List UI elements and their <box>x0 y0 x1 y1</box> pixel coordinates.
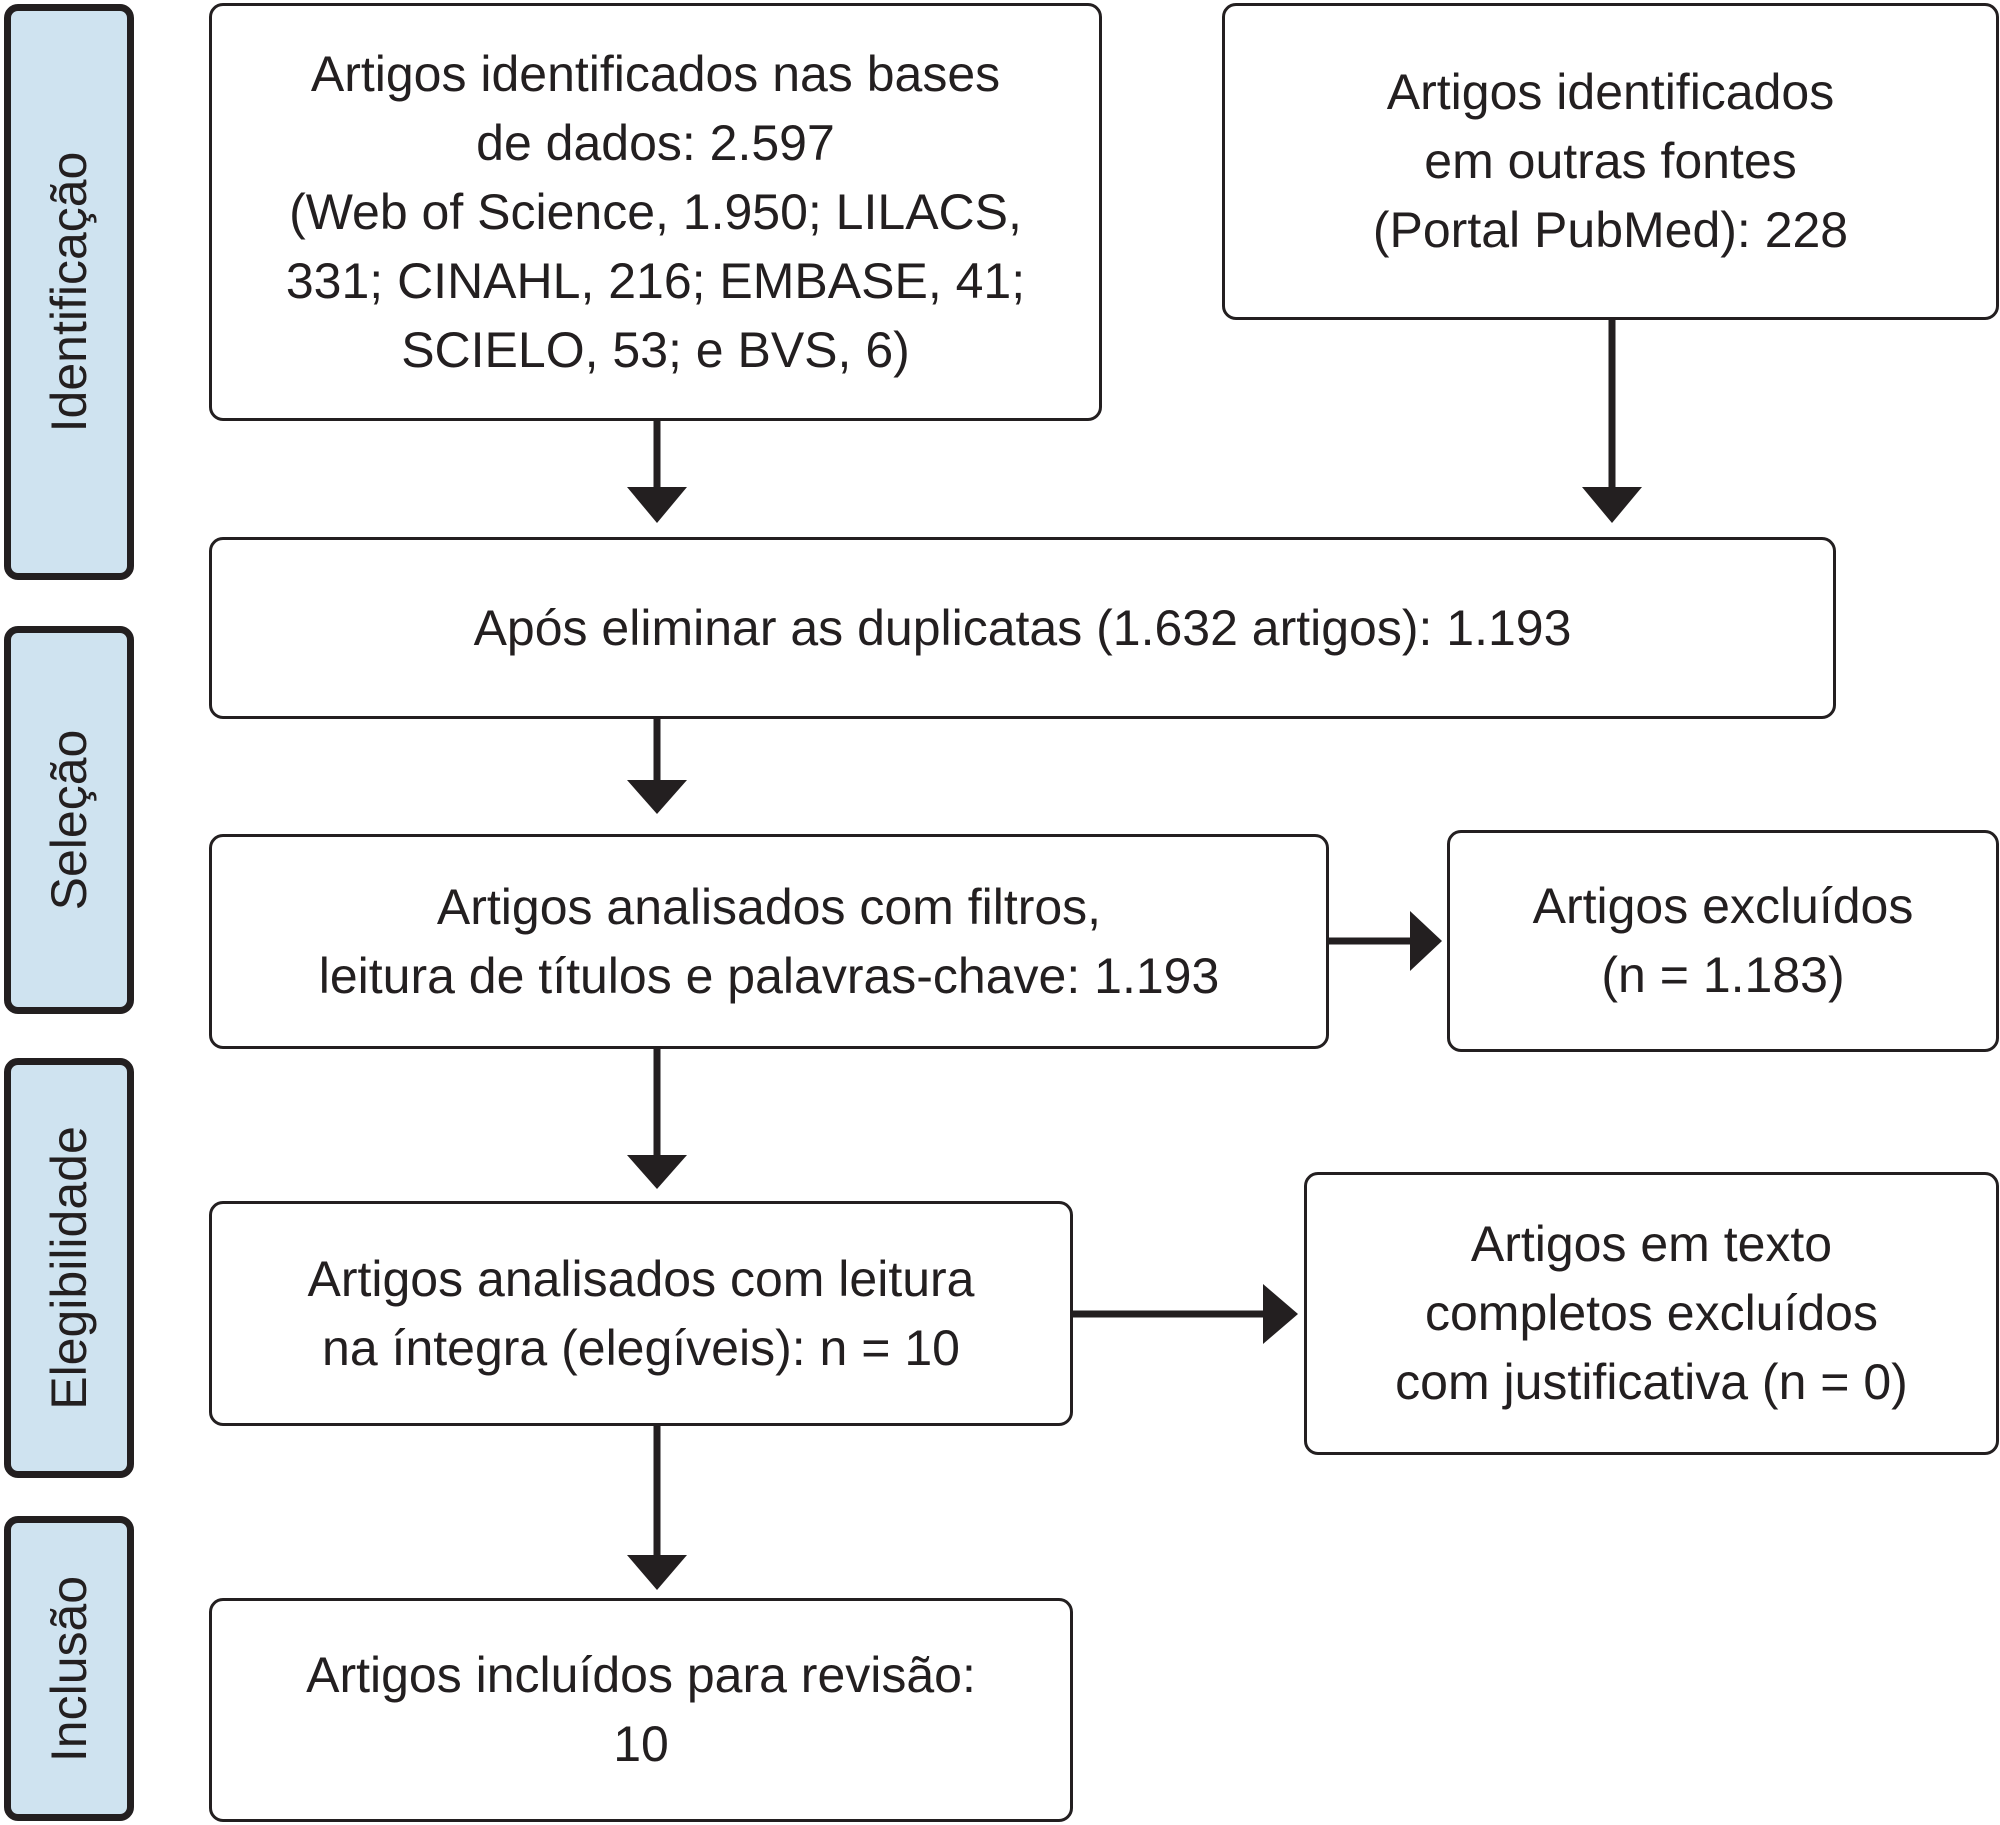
screened-text: Artigos analisados com filtros, leitura … <box>318 878 1220 1004</box>
screened-box: Artigos analisados com filtros, leitura … <box>209 834 1329 1049</box>
excluded-text: Artigos excluídos (n = 1.183) <box>1532 878 1914 1003</box>
databases-box: Artigos identificados nas bases de dados… <box>209 3 1102 421</box>
full-text-excluded-text: Artigos em texto completos excluídos com… <box>1395 1216 1908 1410</box>
stage-selecao: Seleção <box>4 626 134 1014</box>
arrowhead-fulltext-to-included <box>627 1555 687 1590</box>
other-sources-text: Artigos identificados em outras fontes (… <box>1372 64 1849 258</box>
arrowhead-screened-to-excluded <box>1410 911 1442 971</box>
after-duplicates-text: Após eliminar as duplicatas (1.632 artig… <box>473 599 1572 656</box>
included-box: Artigos incluídos para revisão: 10 <box>209 1598 1073 1822</box>
arrowhead-fulltext-to-excluded <box>1263 1284 1298 1344</box>
arrowhead-other-to-duplicates <box>1582 487 1642 523</box>
other-sources-box: Artigos identificados em outras fontes (… <box>1222 3 1999 320</box>
arrowhead-duplicates-to-screened <box>627 780 687 814</box>
excluded-box: Artigos excluídos (n = 1.183) <box>1447 830 1999 1052</box>
arrowhead-databases-to-duplicates <box>627 487 687 523</box>
after-duplicates-box: Após eliminar as duplicatas (1.632 artig… <box>209 537 1836 719</box>
databases-text: Artigos identificados nas bases de dados… <box>285 45 1026 378</box>
included-text: Artigos incluídos para revisão: 10 <box>306 1647 976 1772</box>
stage-identificacao: Identificação <box>4 4 134 580</box>
full-text-excluded-box: Artigos em texto completos excluídos com… <box>1304 1172 1999 1455</box>
full-text-assessed-box: Artigos analisados com leitura na íntegr… <box>209 1201 1073 1426</box>
full-text-assessed-text: Artigos analisados com leitura na íntegr… <box>307 1250 975 1376</box>
arrowhead-screened-to-fulltext <box>627 1155 687 1189</box>
stage-inclusao: Inclusão <box>4 1516 134 1821</box>
stage-elegibilidade: Elegibilidade <box>4 1058 134 1478</box>
